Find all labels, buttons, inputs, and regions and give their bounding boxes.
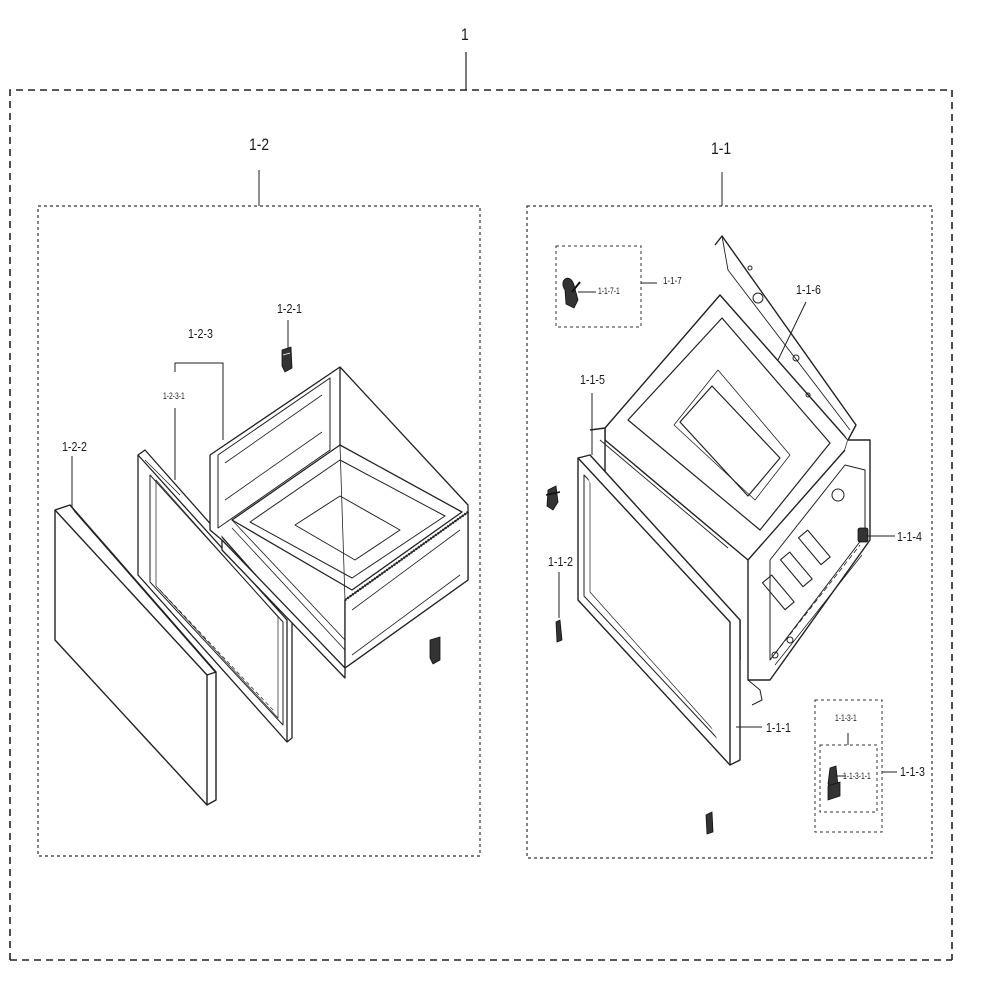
leveler-part-label: 1-1-3-1-1	[843, 771, 871, 781]
leveler-sub-label: 1-1-3-1	[835, 713, 857, 723]
front-frame-label: 1-1-5	[580, 372, 605, 387]
hinge-group-label: 1-1-7	[663, 276, 682, 287]
drawer-clip-label: 1-2-1	[277, 301, 302, 316]
screw-label: 1-1-2	[548, 554, 573, 569]
hinge-group-box	[556, 246, 641, 327]
leveler-part	[828, 766, 840, 800]
front-frame-screw	[546, 486, 560, 510]
drawer-frame-part-label: 1-2-3-1	[163, 391, 185, 401]
cabinet-body	[578, 236, 870, 765]
bracket-leader	[778, 302, 806, 360]
drawer-clip	[282, 347, 292, 372]
hinge-part-label: 1-1-7-1	[598, 286, 620, 296]
connector-label: 1-1-4	[897, 529, 922, 544]
leveler-sub-box	[820, 745, 877, 812]
drawer-frame-part	[138, 450, 292, 742]
drawer-frame-rails	[210, 367, 468, 678]
assembly-boundary	[10, 90, 952, 960]
bracket-label: 1-1-6	[796, 282, 821, 297]
drawer-clip-lower	[430, 637, 440, 664]
connector-part	[858, 528, 868, 542]
drawer-front-panel-label: 1-2-2	[62, 439, 87, 454]
bottom-screw	[706, 812, 713, 834]
drawer-frame-label: 1-2-3	[188, 326, 213, 341]
cabinet-assembly-label: 1-1	[711, 139, 732, 158]
foot-label: 1-1-1	[766, 720, 791, 735]
leveler-group-label: 1-1-3	[900, 764, 925, 779]
drawer-assembly-label: 1-2	[249, 135, 270, 154]
assembly-label: 1	[461, 25, 469, 44]
cabinet-details	[748, 266, 844, 658]
cabinet-assembly-box	[527, 206, 932, 858]
screw	[556, 620, 562, 642]
leveler-group-box	[815, 700, 882, 832]
hinge-part	[563, 278, 580, 308]
drawer-frame-bracket	[175, 363, 223, 440]
drawer-front-panel	[55, 505, 216, 805]
